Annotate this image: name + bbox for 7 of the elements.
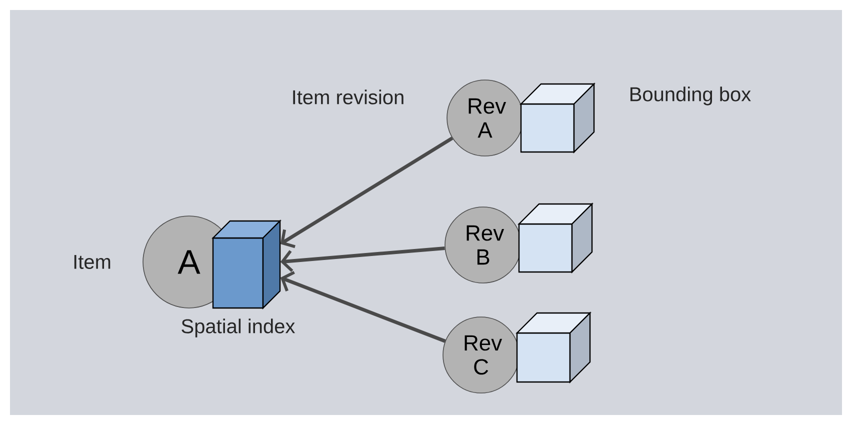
arrow xyxy=(280,136,454,248)
label: Item revision xyxy=(293,90,404,104)
arrow xyxy=(280,270,446,343)
node-label: Spatial index xyxy=(182,318,295,338)
node-label: Item xyxy=(74,255,110,269)
label: Bounding box xyxy=(630,86,751,106)
arrow xyxy=(280,246,445,272)
